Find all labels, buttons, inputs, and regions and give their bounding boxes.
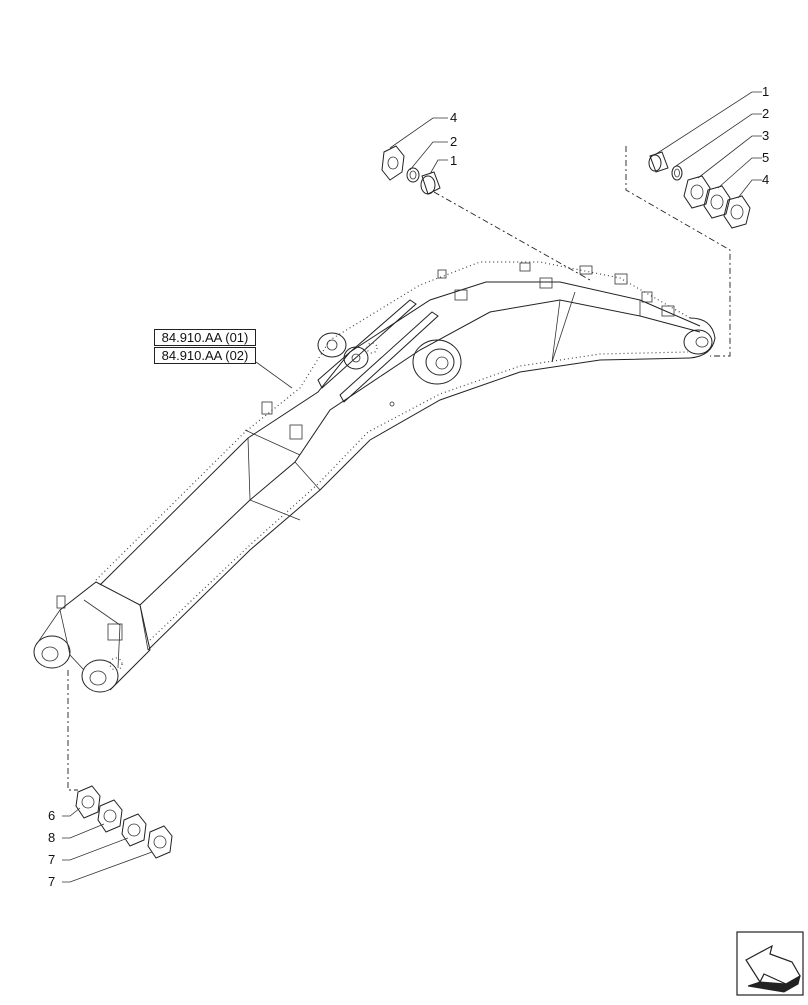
- reference-leader-line: [255, 361, 293, 389]
- arrow-return-icon[interactable]: [736, 931, 804, 996]
- leader-top-center: [433, 191, 591, 281]
- reference-link-84-910-aa-01[interactable]: 84.910.AA (01): [154, 329, 256, 346]
- callout-number: 1: [450, 153, 457, 168]
- callout-number: 4: [762, 172, 769, 187]
- callout-number: 3: [762, 128, 769, 143]
- plate-part: [381, 145, 405, 181]
- callout-number: 2: [762, 106, 769, 121]
- callout-number: 8: [48, 830, 55, 845]
- callout-number: 5: [762, 150, 769, 165]
- boom-rear-fork: [33, 581, 151, 693]
- ring-part: [406, 167, 420, 183]
- plate-part: [703, 185, 731, 219]
- parts-group-top-right: 1 2 3 5 4: [648, 84, 769, 229]
- plate-part: [97, 799, 123, 833]
- plate-part: [147, 825, 173, 859]
- ring-part: [671, 165, 683, 181]
- callout-number: 6: [48, 808, 55, 823]
- callout-number: 1: [762, 84, 769, 99]
- callout-number: 2: [450, 134, 457, 149]
- parts-group-top-center: 4 2 1: [381, 110, 457, 195]
- plate-part: [75, 785, 101, 819]
- boom-body: [95, 261, 716, 651]
- leader-bottom-left: [67, 670, 78, 791]
- leader-top-right: [625, 146, 731, 357]
- bushing-part: [420, 171, 441, 195]
- parts-group-bottom-left: 6 8 7 7: [48, 785, 173, 889]
- callout-number: 7: [48, 852, 55, 867]
- plate-part: [683, 175, 711, 209]
- plate-part: [121, 813, 147, 847]
- callout-number: 7: [48, 874, 55, 889]
- callout-number: 4: [450, 110, 457, 125]
- plate-part: [723, 195, 751, 229]
- bushing-part: [648, 151, 669, 173]
- reference-link-84-910-aa-02[interactable]: 84.910.AA (02): [154, 347, 256, 364]
